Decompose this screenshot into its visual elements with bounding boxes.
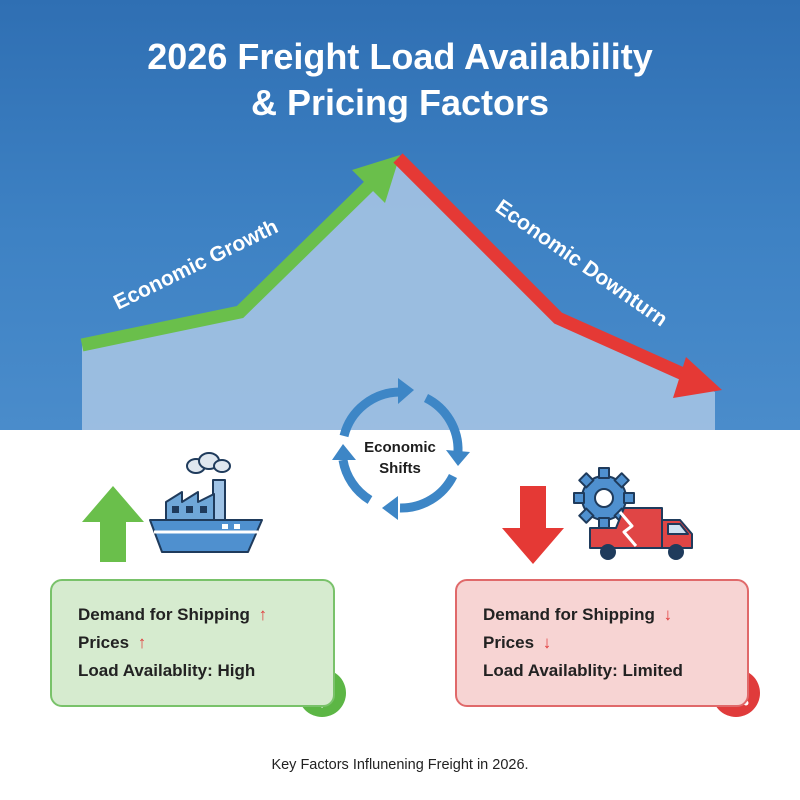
downturn-arrowhead [673, 357, 722, 398]
title-line-1: 2026 Freight Load Availability [147, 36, 653, 77]
downturn-demand-arrow: ↓ [663, 605, 673, 624]
downturn-card: Demand for Shipping ↓ Prices ↓ Load Avai… [455, 579, 749, 707]
growth-card: Demand for Shipping ↑ Prices ↑ Load Avai… [50, 579, 335, 707]
page-title: 2026 Freight Load Availability & Pricing… [0, 34, 800, 126]
growth-line [80, 178, 377, 352]
demand-down-arrow-icon [502, 486, 564, 564]
gear-truck-icon [573, 467, 693, 560]
growth-prices-row: Prices ↑ [78, 629, 333, 657]
cycle-arrows-icon [338, 387, 463, 513]
growth-demand-arrow: ↑ [258, 605, 268, 624]
trend-area [82, 160, 715, 430]
cycle-label: Economic Shifts [335, 437, 465, 479]
downturn-demand-row: Demand for Shipping ↓ [483, 601, 747, 629]
demand-up-arrow-icon [82, 486, 144, 562]
cycle-arrowheads [332, 378, 470, 520]
cycle-label-line-2: Shifts [379, 460, 421, 477]
downturn-demand-label: Demand for Shipping [483, 605, 655, 624]
factory-ship-icon [149, 452, 263, 553]
growth-prices-arrow: ↑ [137, 633, 147, 652]
growth-demand-label: Demand for Shipping [78, 605, 250, 624]
downturn-availability: Load Availablity: Limited [483, 661, 683, 680]
downturn-line [393, 153, 695, 384]
downturn-prices-row: Prices ↓ [483, 629, 747, 657]
growth-availability: Load Availablity: High [78, 661, 256, 680]
footer-caption: Key Factors Influnening Freight in 2026. [271, 757, 529, 773]
growth-arrowhead [352, 155, 400, 203]
title-line-2: & Pricing Factors [250, 82, 550, 123]
downturn-prices-label: Prices [483, 633, 535, 652]
growth-demand-row: Demand for Shipping ↑ [78, 601, 333, 629]
cycle-label-line-1: Economic [364, 439, 436, 456]
downturn-prices-arrow: ↓ [542, 633, 552, 652]
growth-prices-label: Prices [78, 633, 130, 652]
